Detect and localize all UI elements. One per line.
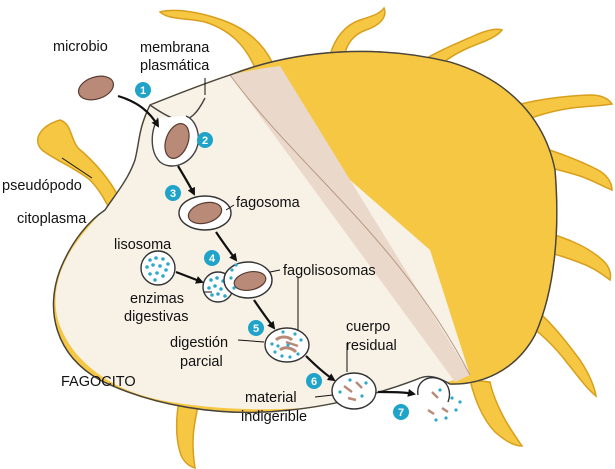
step-badge-5	[248, 320, 264, 336]
label-pseudopodo: pseudópodo	[2, 178, 82, 194]
pseudopod-bottom-1	[175, 394, 201, 469]
phagocyte-outline	[52, 50, 558, 414]
step-number-7: 7	[398, 407, 404, 419]
step-number-2: 2	[202, 135, 208, 147]
step-number-5: 5	[253, 323, 259, 335]
cutaway-shade	[230, 66, 470, 382]
step-badge-3	[165, 185, 181, 201]
digestion-contents	[270, 330, 303, 359]
step-number-4: 4	[209, 253, 216, 265]
step-badge-1	[135, 82, 151, 98]
residual-body	[331, 372, 377, 410]
phagolysosome-microbe	[233, 270, 267, 292]
residual-contents	[338, 378, 368, 402]
expelled-material	[427, 388, 462, 422]
label-membrana-line2: plasmática	[140, 58, 210, 74]
label-membrana-line1: membrana	[140, 40, 210, 56]
step-badges: 1 2 3 4 5 6 7	[135, 82, 409, 420]
label-enzimas-line2: digestivas	[124, 309, 188, 325]
label-fagosoma: fagosoma	[236, 195, 301, 211]
step-number-1: 1	[140, 85, 146, 97]
pseudopod-bottom-2	[469, 379, 524, 447]
microbe-engulfed	[164, 123, 190, 159]
label-digestion-line2: parcial	[180, 354, 223, 370]
labels: microbio membrana plasmática pseudópodo …	[2, 39, 397, 425]
label-lisosoma: lisosoma	[114, 237, 172, 253]
microbe	[77, 75, 115, 101]
step-badge-6	[306, 373, 322, 389]
pseudopod-right-4	[521, 298, 598, 398]
step-badge-4	[204, 250, 220, 266]
phagolysosome-enzymes	[229, 263, 238, 290]
label-citoplasma: citoplasma	[17, 211, 87, 227]
label-microbio: microbio	[53, 39, 108, 55]
pseudopod-top	[158, 9, 274, 69]
pseudopod-top-2	[329, 6, 386, 59]
pseudopod-left	[37, 119, 121, 217]
label-material-line2: indigerible	[241, 409, 307, 425]
label-cuerpo-line1: cuerpo	[346, 319, 390, 335]
step-number-3: 3	[170, 188, 176, 200]
leader-lines	[61, 78, 348, 398]
phagosome-microbe	[187, 201, 223, 225]
step-badge-2	[197, 132, 213, 148]
label-enzimas-line1: enzimas	[130, 291, 184, 307]
step-badge-7	[393, 404, 409, 420]
lysosome-enzymes	[145, 256, 170, 282]
step-number-6: 6	[311, 376, 317, 388]
label-fagolisosomas: fagolisosomas	[283, 263, 376, 279]
process-arrows	[117, 94, 416, 397]
label-fagocito: FAGOCITO	[61, 374, 136, 390]
pseudopod-right-1	[498, 94, 614, 130]
exocytosis-opening	[417, 376, 451, 403]
label-cuerpo-line2: residual	[346, 338, 397, 354]
label-digestion-line1: digestión	[170, 335, 228, 351]
label-material-line1: material	[245, 390, 297, 406]
cutaway-edge	[229, 74, 471, 376]
